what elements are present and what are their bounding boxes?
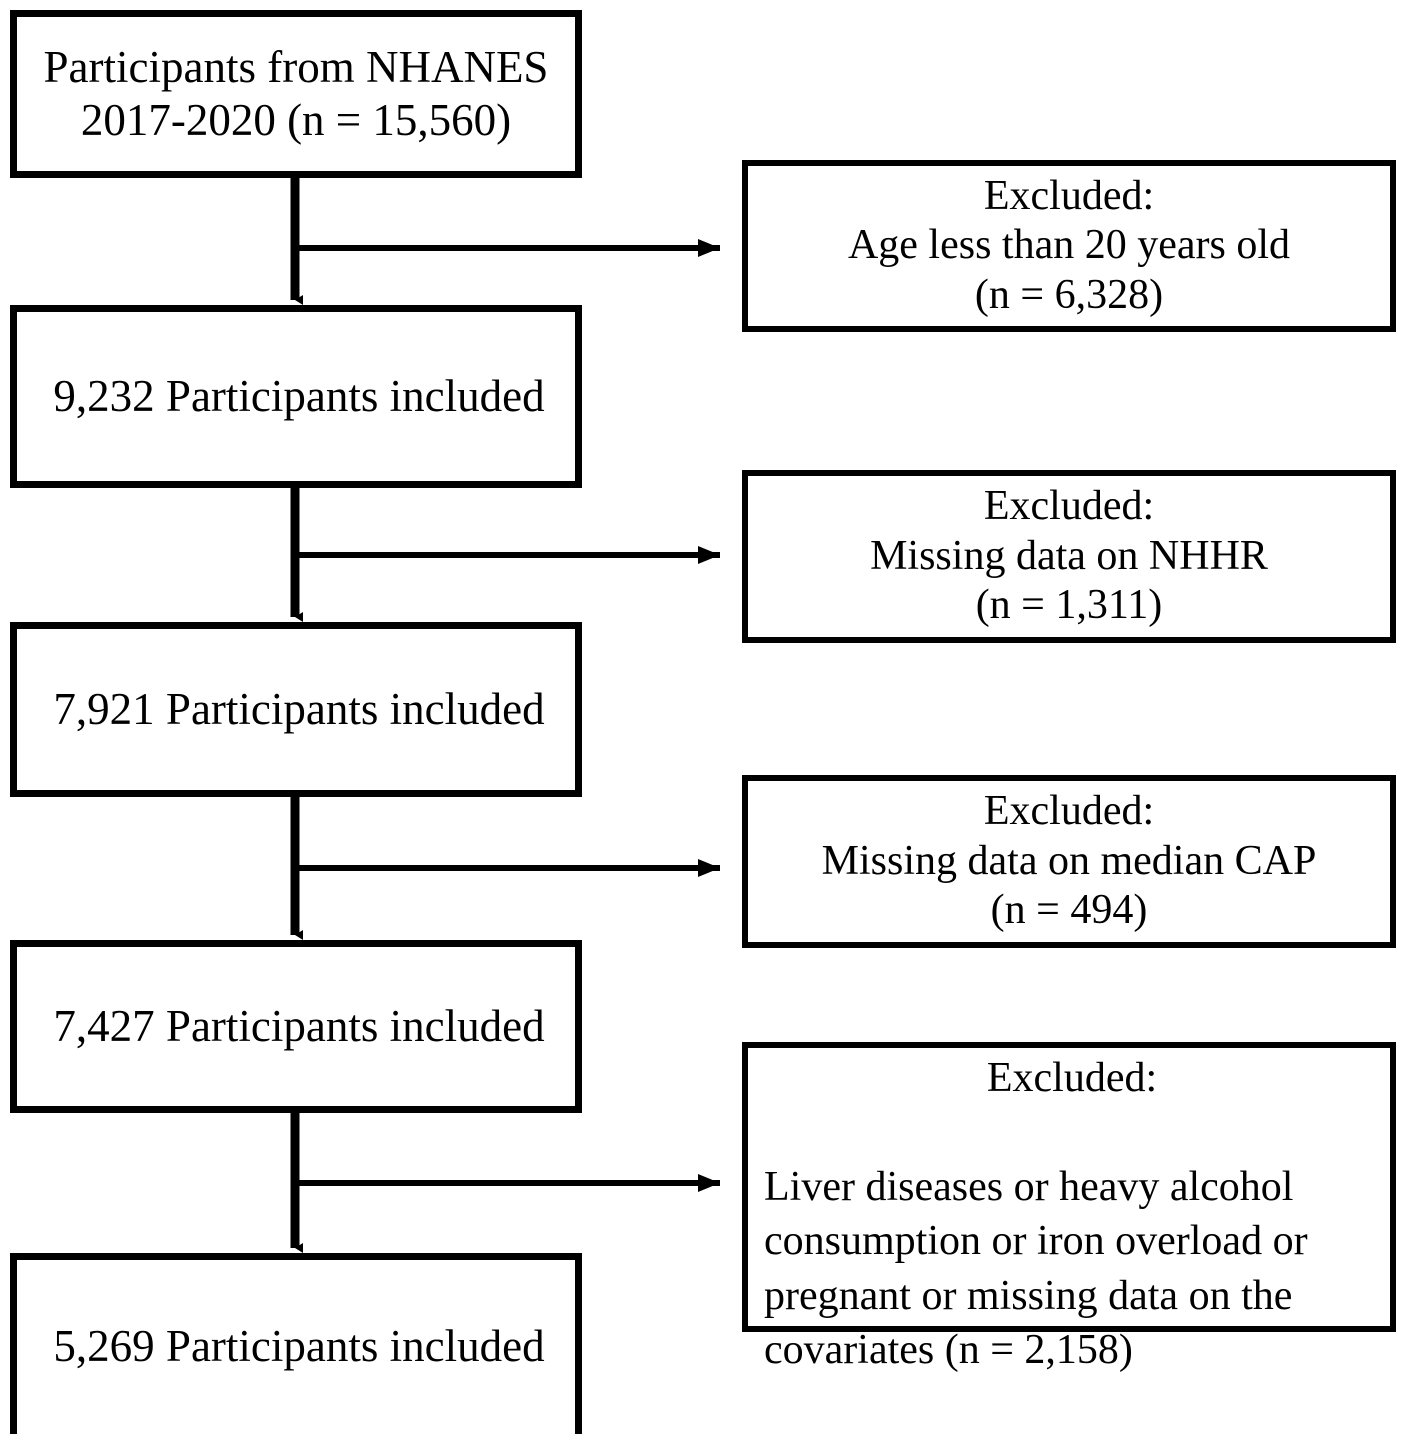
node-label: Participants from NHANES 2017-2020 (n = … <box>43 41 549 145</box>
node-label: 7,921 Participants included <box>53 683 545 734</box>
node-excluded-other: Excluded: Liver diseases or heavy alcoho… <box>742 1042 1396 1373</box>
node-participants-stage-4: 5,269 Participants included <box>10 1253 582 1434</box>
connector-stage-1 <box>290 178 720 305</box>
connector-stage-2 <box>290 488 720 622</box>
node-participants-stage-1: 9,232 Participants included <box>10 305 582 488</box>
excluded-body: Liver diseases or heavy alcohol consumpt… <box>764 1163 1308 1374</box>
node-participants-stage-3: 7,427 Participants included <box>10 940 582 1113</box>
node-excluded-age: Excluded: Age less than 20 years old (n … <box>742 160 1396 332</box>
node-participants-stage-2: 7,921 Participants included <box>10 622 582 797</box>
node-label: 5,269 Participants included <box>53 1321 545 1372</box>
node-label: Excluded: Missing data on NHHR (n = 1,31… <box>870 483 1268 629</box>
node-label: 7,427 Participants included <box>53 1000 545 1051</box>
connector-stage-4 <box>290 1113 720 1253</box>
excluded-heading: Excluded: <box>986 1054 1158 1101</box>
node-participants-source: Participants from NHANES 2017-2020 (n = … <box>10 10 582 178</box>
node-label: Excluded: Missing data on median CAP (n … <box>821 788 1317 934</box>
node-label-wrap: Excluded: Liver diseases or heavy alcoho… <box>748 996 1390 1378</box>
node-excluded-nhhr: Excluded: Missing data on NHHR (n = 1,31… <box>742 470 1396 643</box>
node-excluded-median-cap: Excluded: Missing data on median CAP (n … <box>742 775 1396 948</box>
node-label: Excluded: Age less than 20 years old (n … <box>847 172 1291 318</box>
node-label: 9,232 Participants included <box>53 370 545 421</box>
connector-stage-3 <box>290 797 720 940</box>
